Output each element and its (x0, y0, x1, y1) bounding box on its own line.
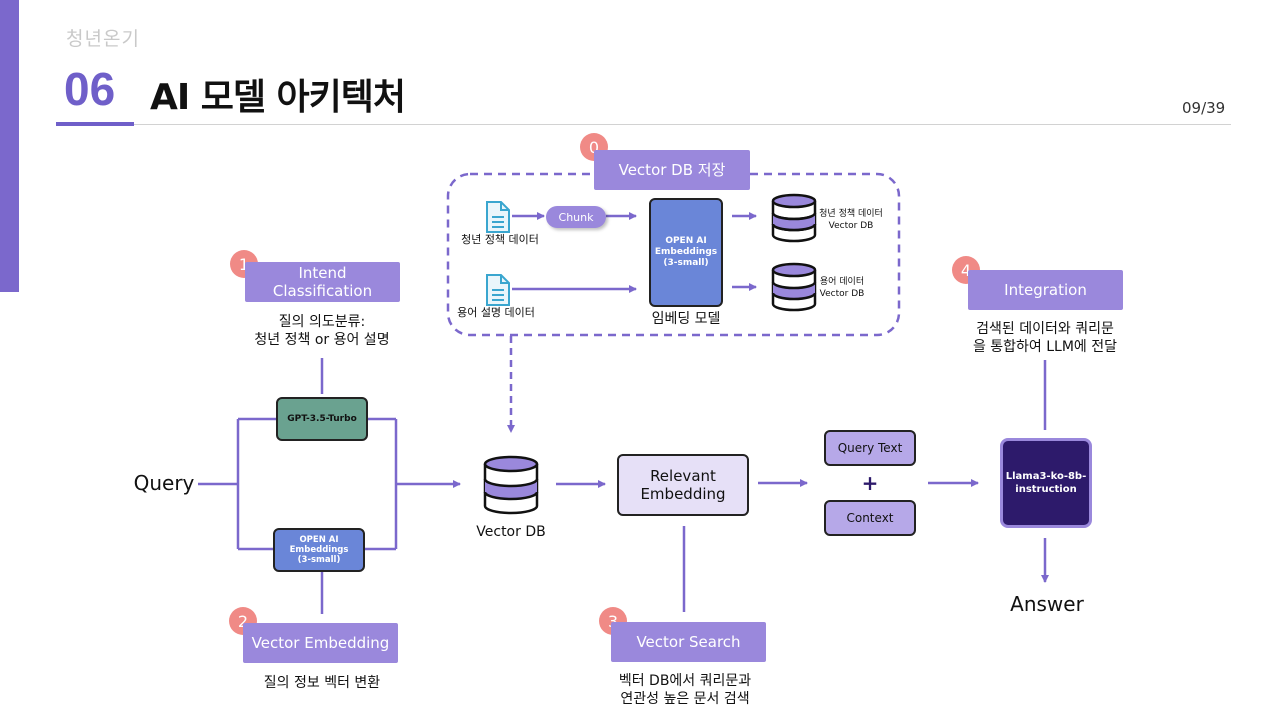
llm-box: Llama3-ko-8b-instruction (1000, 438, 1092, 528)
step-1-label-line1: Intend (298, 264, 347, 282)
db-term-label: 용어 데이터 Vector DB (812, 276, 872, 300)
document-icon (486, 274, 510, 306)
step-1-label-line2: Classification (272, 282, 373, 300)
step-3-description-line1: 벡터 DB에서 쿼리문과 (618, 673, 752, 689)
header-divider (56, 124, 1231, 125)
relevant-embedding-line2: Embedding (640, 485, 726, 503)
document-icon (486, 201, 510, 233)
database-icon (483, 455, 539, 515)
chunk-pill: Chunk (546, 206, 606, 228)
step-4-description-line2: 을 통합하여 LLM에 전달 (972, 339, 1118, 355)
db-policy-label: 청년 정책 데이터 Vector DB (814, 208, 888, 232)
embedding-model-box: OPEN AI Embeddings (3-small) (649, 198, 723, 307)
step-3-description-line2: 연관성 높은 문서 검색 (620, 691, 750, 707)
database-icon (771, 262, 817, 312)
step-1-description-line2: 청년 정책 or 용어 설명 (254, 332, 390, 348)
header-divider-accent (56, 122, 134, 126)
step-2-label: Vector Embedding (243, 623, 398, 663)
query-embedding-line2: Embeddings (289, 545, 349, 555)
query-label: Query (133, 471, 195, 495)
brand-name: 청년온기 (66, 28, 140, 50)
database-icon (771, 193, 817, 243)
step-4-label: Integration (968, 270, 1123, 310)
section-number: 06 (64, 63, 116, 115)
db-term-label-line2: Vector DB (819, 289, 865, 299)
doc-term-label: 용어 설명 데이터 (457, 306, 535, 319)
step-3-description: 벡터 DB에서 쿼리문과 연관성 높은 문서 검색 (592, 672, 778, 708)
db-policy-label-line1: 청년 정책 데이터 (819, 209, 883, 219)
answer-label: Answer (1010, 592, 1084, 616)
left-accent-bar (0, 0, 19, 292)
step-3-label: Vector Search (611, 622, 766, 662)
db-term-label-line1: 용어 데이터 (819, 277, 865, 287)
vector-db-label: Vector DB (476, 524, 546, 540)
step-1-description-line1: 질의 의도분류: (278, 314, 366, 330)
doc-policy-label: 청년 정책 데이터 (461, 233, 539, 246)
llm-box-line2: instruction (1015, 484, 1077, 495)
plus-sign: + (861, 471, 879, 495)
gpt-box: GPT-3.5-Turbo (276, 397, 368, 441)
step-2-description: 질의 정보 벡터 변환 (263, 675, 381, 691)
step-0-label: Vector DB 저장 (594, 150, 750, 190)
relevant-embedding-line1: Relevant (650, 467, 716, 485)
context-box: Context (824, 500, 916, 536)
query-embedding-line3: (3-small) (297, 555, 341, 565)
page-title: AI 모델 아키텍처 (150, 77, 406, 118)
embedding-model-caption: 임베딩 모델 (651, 311, 721, 327)
query-text-box: Query Text (824, 430, 916, 466)
db-policy-label-line2: Vector DB (828, 221, 874, 231)
step-4-description-line1: 검색된 데이터와 쿼리문 (976, 321, 1114, 337)
page-number: 09/39 (1182, 99, 1226, 117)
llm-box-line1: Llama3-ko-8b- (1005, 471, 1087, 482)
query-embedding-line1: OPEN AI (299, 535, 339, 545)
step-1-description: 질의 의도분류: 청년 정책 or 용어 설명 (230, 313, 414, 349)
step-4-description: 검색된 데이터와 쿼리문 을 통합하여 LLM에 전달 (952, 320, 1138, 356)
